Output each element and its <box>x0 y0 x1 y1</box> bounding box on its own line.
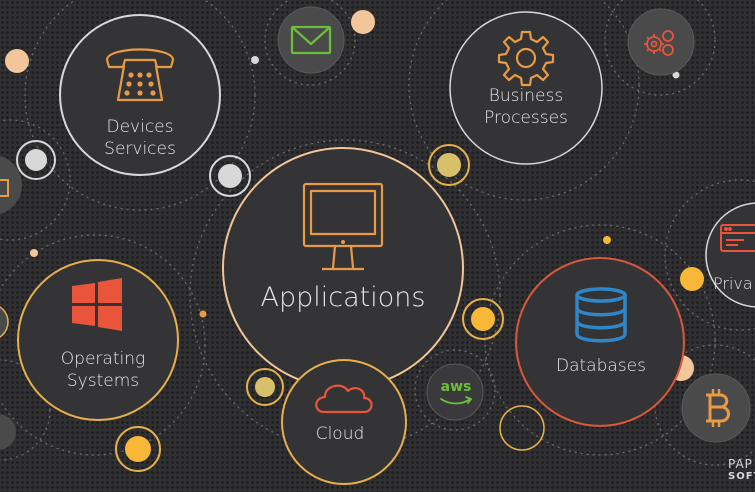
devices-label: Devices Services <box>90 116 190 160</box>
cloud-icon <box>315 384 373 414</box>
databases-node[interactable] <box>515 257 685 427</box>
privacy-node[interactable] <box>705 202 755 308</box>
operating-label: Operating Systems <box>43 348 163 392</box>
left-partial-node <box>0 156 22 450</box>
phone-icon <box>105 48 175 102</box>
monitor-icon <box>302 182 384 271</box>
bitcoin-node[interactable] <box>681 373 751 443</box>
ring-dots <box>16 140 545 472</box>
business-line1: Business <box>488 86 564 106</box>
aws-node[interactable] <box>426 363 484 421</box>
gear-icon <box>497 30 555 87</box>
database-icon <box>575 287 627 343</box>
devices-line1: Devices <box>106 117 174 137</box>
brand-line1: PAP <box>728 458 753 471</box>
applications-node[interactable] <box>222 147 464 389</box>
windows-logo-icon <box>72 278 122 331</box>
envelope-node[interactable] <box>277 6 345 74</box>
aws-logo-icon <box>440 396 473 405</box>
gears-node[interactable] <box>627 8 695 76</box>
business-line2: Processes <box>484 108 568 129</box>
brand-logo: PAP SOFT <box>728 458 755 482</box>
envelope-icon <box>290 25 332 55</box>
devices-line2: Services <box>104 139 176 160</box>
databases-label: Databases <box>556 356 646 376</box>
brand-line2: SOFT <box>728 471 755 483</box>
operating-line1: Operating <box>60 349 146 369</box>
privacy-label: Priva <box>713 274 753 293</box>
bitcoin-icon <box>706 389 730 427</box>
business-processes-node[interactable] <box>449 11 603 165</box>
cloud-label: Cloud <box>315 424 365 444</box>
gears-icon <box>644 30 674 56</box>
cloud-node[interactable] <box>281 359 407 485</box>
dotted-orbits <box>0 0 755 466</box>
devices-services-node[interactable] <box>59 14 221 176</box>
browser-icon <box>720 224 755 252</box>
applications-label: Applications <box>260 282 426 313</box>
aws-label: aws <box>440 379 472 395</box>
business-label: Business Processes <box>466 85 586 129</box>
operating-line2: Systems <box>66 371 140 392</box>
operating-systems-node[interactable] <box>17 259 179 421</box>
